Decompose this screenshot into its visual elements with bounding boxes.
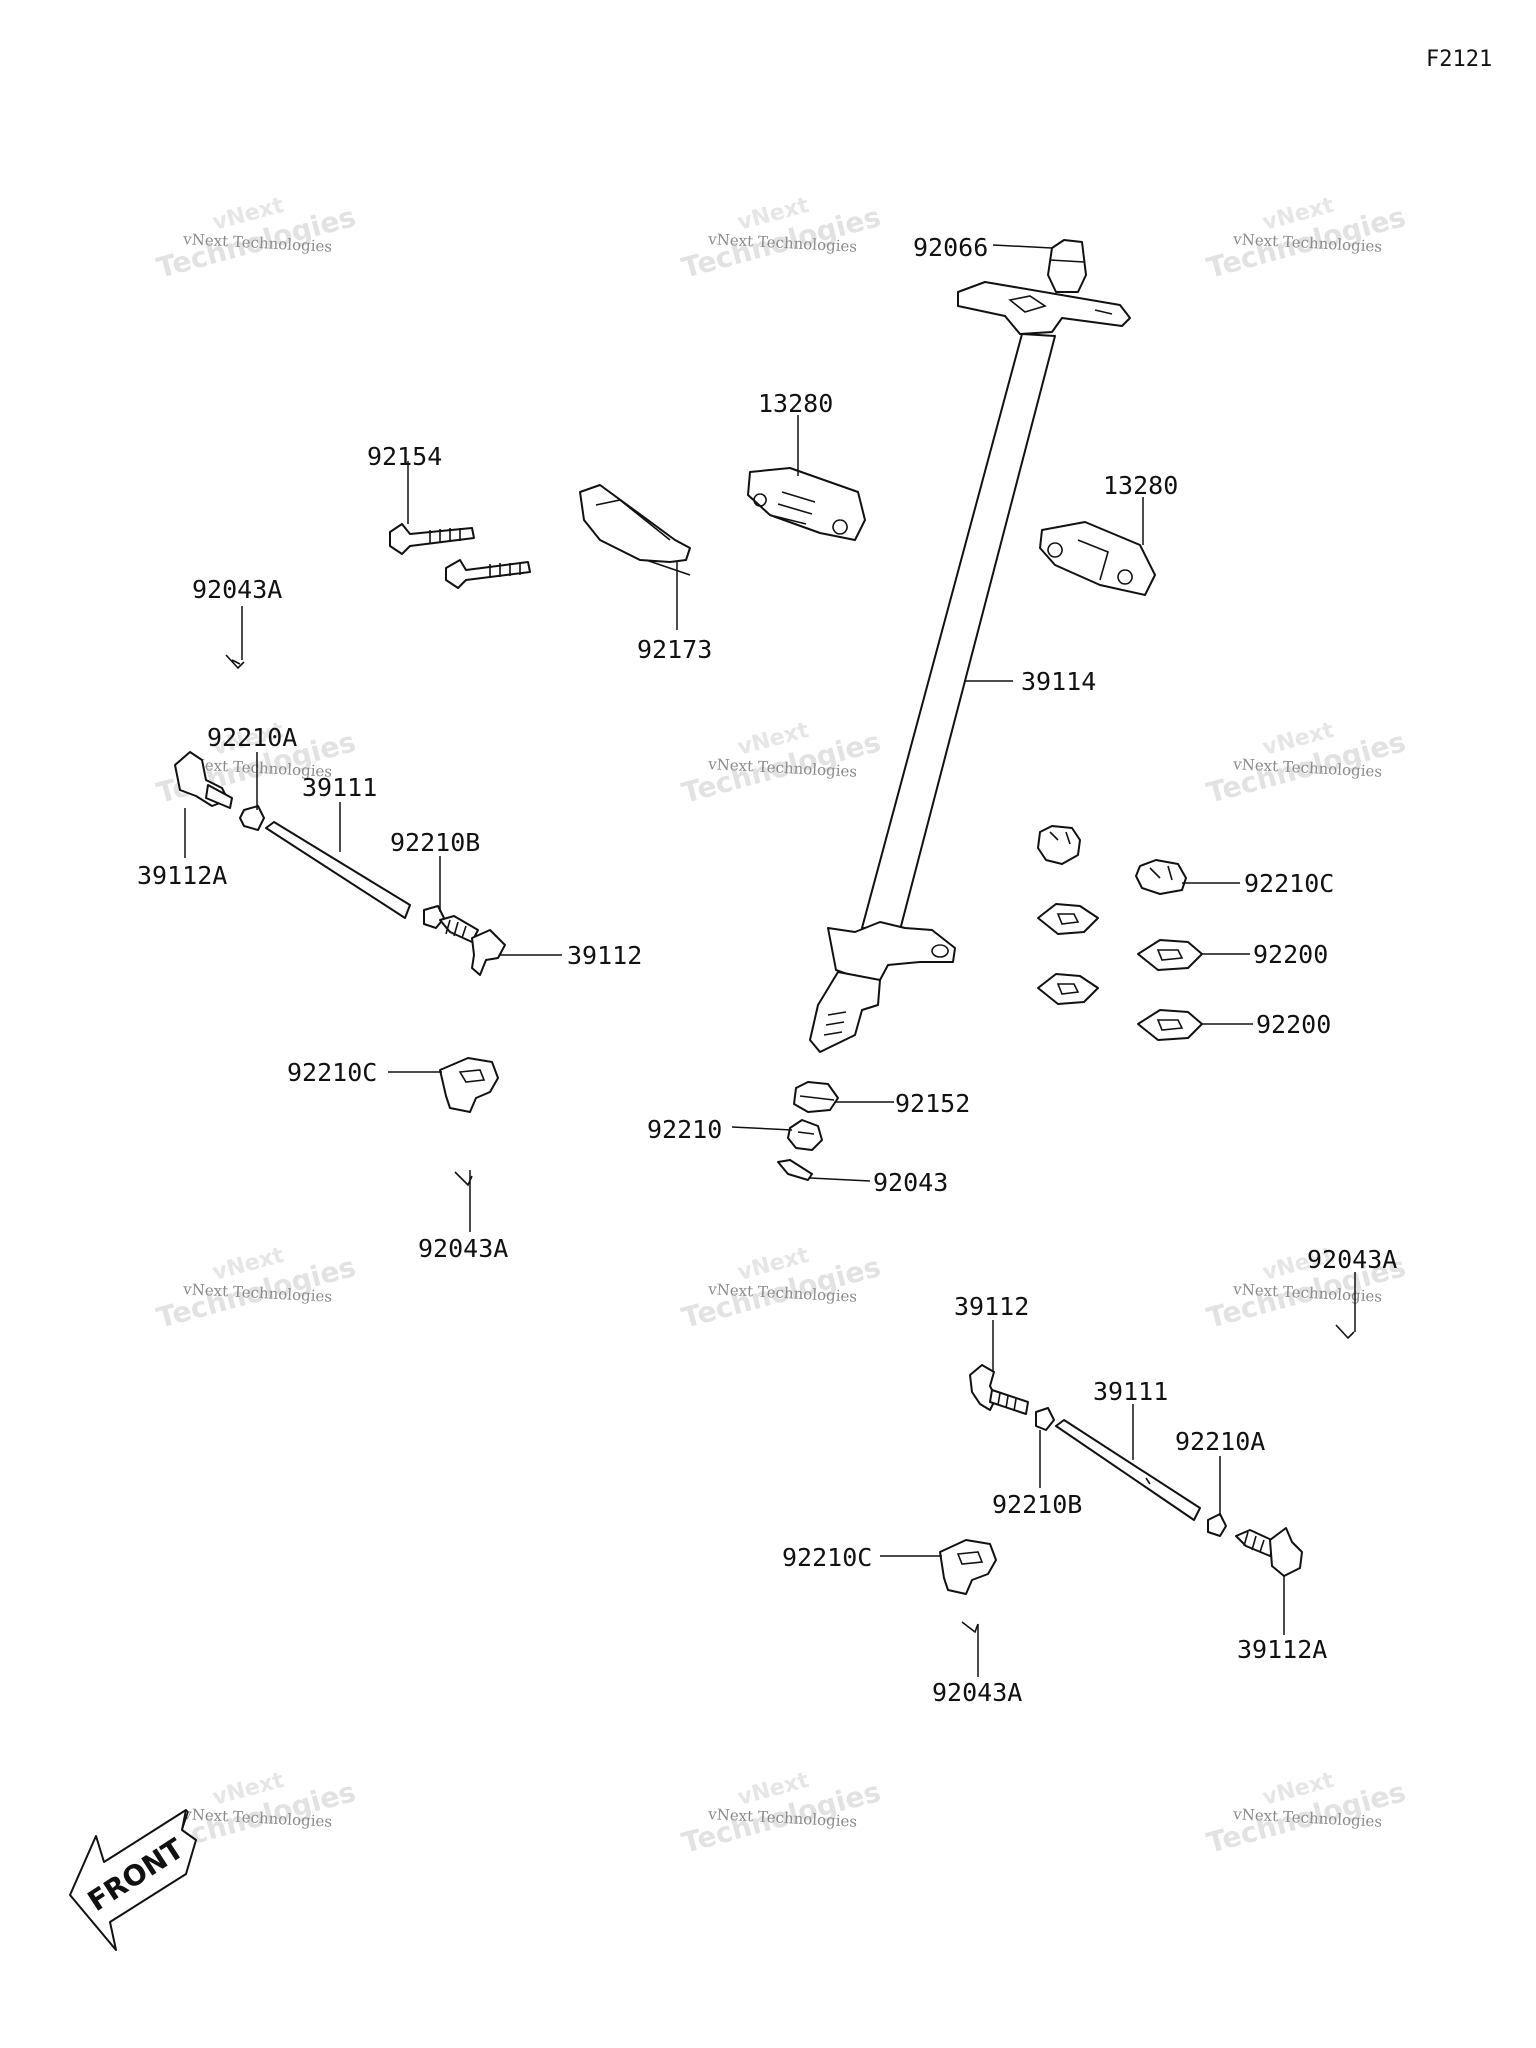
label-92210b-1: 92210B: [390, 828, 480, 857]
label-92066: 92066: [913, 233, 988, 262]
part-13280-bracket-upper: [747, 467, 866, 541]
part-92043a-pin-left: [225, 654, 245, 670]
part-nut-upper-left: [1037, 825, 1081, 865]
part-washer-left-1: [1037, 903, 1099, 935]
label-13280-upper: 13280: [758, 389, 833, 418]
part-92200-washer-1: [1137, 939, 1203, 971]
label-92043: 92043: [873, 1168, 948, 1197]
label-39111-2: 39111: [1093, 1377, 1168, 1406]
label-13280-right: 13280: [1103, 471, 1178, 500]
label-92173: 92173: [637, 635, 712, 664]
label-39112a-2: 39112A: [1237, 1635, 1327, 1664]
label-92210b-2: 92210B: [992, 1490, 1082, 1519]
part-92152: [793, 1081, 839, 1113]
part-92066-cap: [1047, 239, 1087, 293]
label-39112-1: 39112: [567, 941, 642, 970]
label-39111-1: 39111: [302, 773, 377, 802]
label-92043a-1: 92043A: [192, 575, 282, 604]
part-92043a-pin-lower: [961, 1621, 979, 1634]
label-39112-2: 39112: [954, 1292, 1029, 1321]
label-92210: 92210: [647, 1115, 722, 1144]
part-92210c-lower: [939, 1539, 997, 1595]
label-92210c-3: 92210C: [782, 1543, 872, 1572]
label-92210a-1: 92210A: [207, 723, 297, 752]
label-92154: 92154: [367, 442, 442, 471]
part-92210c-right: [1135, 859, 1187, 895]
part-92043a-pin-right: [1335, 1324, 1355, 1340]
part-steering-shaft: [809, 281, 1131, 1053]
part-right-tie-rod: [969, 1364, 1303, 1577]
label-92152: 92152: [895, 1089, 970, 1118]
part-92210-nut: [787, 1119, 823, 1151]
diagram-code: F2121: [1426, 47, 1492, 72]
part-92154-bolts: [389, 523, 531, 589]
part-13280-bracket-right: [1039, 521, 1156, 596]
part-92043-pin: [777, 1159, 813, 1181]
label-92210c-1: 92210C: [1244, 869, 1334, 898]
label-92210c-2: 92210C: [287, 1058, 377, 1087]
part-washer-left-2: [1037, 973, 1099, 1005]
label-39112a-1: 39112A: [137, 861, 227, 890]
leader-lines: [184, 244, 1356, 1677]
part-92173-clamp: [579, 484, 691, 576]
part-left-tie-rod: [174, 751, 506, 976]
label-39114: 39114: [1021, 667, 1096, 696]
front-arrow-icon: FRONT: [69, 1809, 197, 1951]
label-92043a-2: 92043A: [418, 1234, 508, 1263]
label-92200-1: 92200: [1253, 940, 1328, 969]
part-92210c-left: [439, 1057, 499, 1113]
label-92210a-2: 92210A: [1175, 1427, 1265, 1456]
part-92200-washer-2: [1137, 1009, 1203, 1041]
part-labels: 92066 13280 13280 92154 92173 92043A 391…: [137, 233, 1397, 1707]
label-92043a-4: 92043A: [932, 1678, 1022, 1707]
label-92200-2: 92200: [1256, 1010, 1331, 1039]
label-92043a-3: 92043A: [1307, 1245, 1397, 1274]
